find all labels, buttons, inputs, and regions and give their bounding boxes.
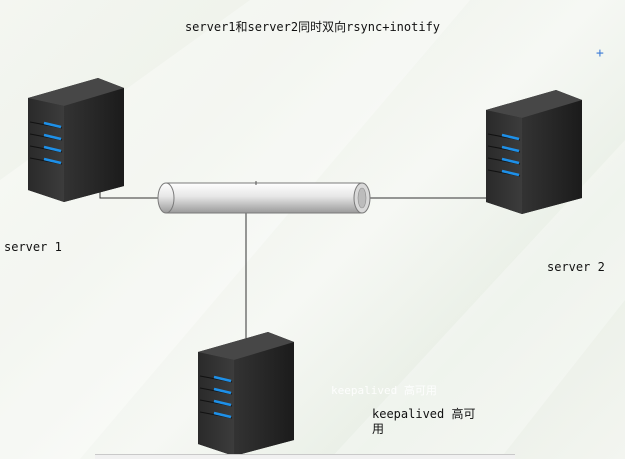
server-1-icon <box>28 78 124 202</box>
server-2-icon <box>486 90 582 214</box>
server-1-label: server 1 <box>4 240 62 254</box>
keepalived-server-icon <box>198 332 294 456</box>
server-2-label: server 2 <box>547 260 605 274</box>
sync-bus-pipe <box>157 181 371 214</box>
keepalived-ghost-label: keepalived 高可用 <box>331 384 437 397</box>
keepalived-label: keepalived 高可 用 <box>372 407 476 436</box>
bottom-scroll-edge <box>95 454 515 459</box>
diagram-title: server1和server2同时双向rsync+inotify <box>184 20 441 34</box>
crosshair-marker: + <box>596 46 604 61</box>
